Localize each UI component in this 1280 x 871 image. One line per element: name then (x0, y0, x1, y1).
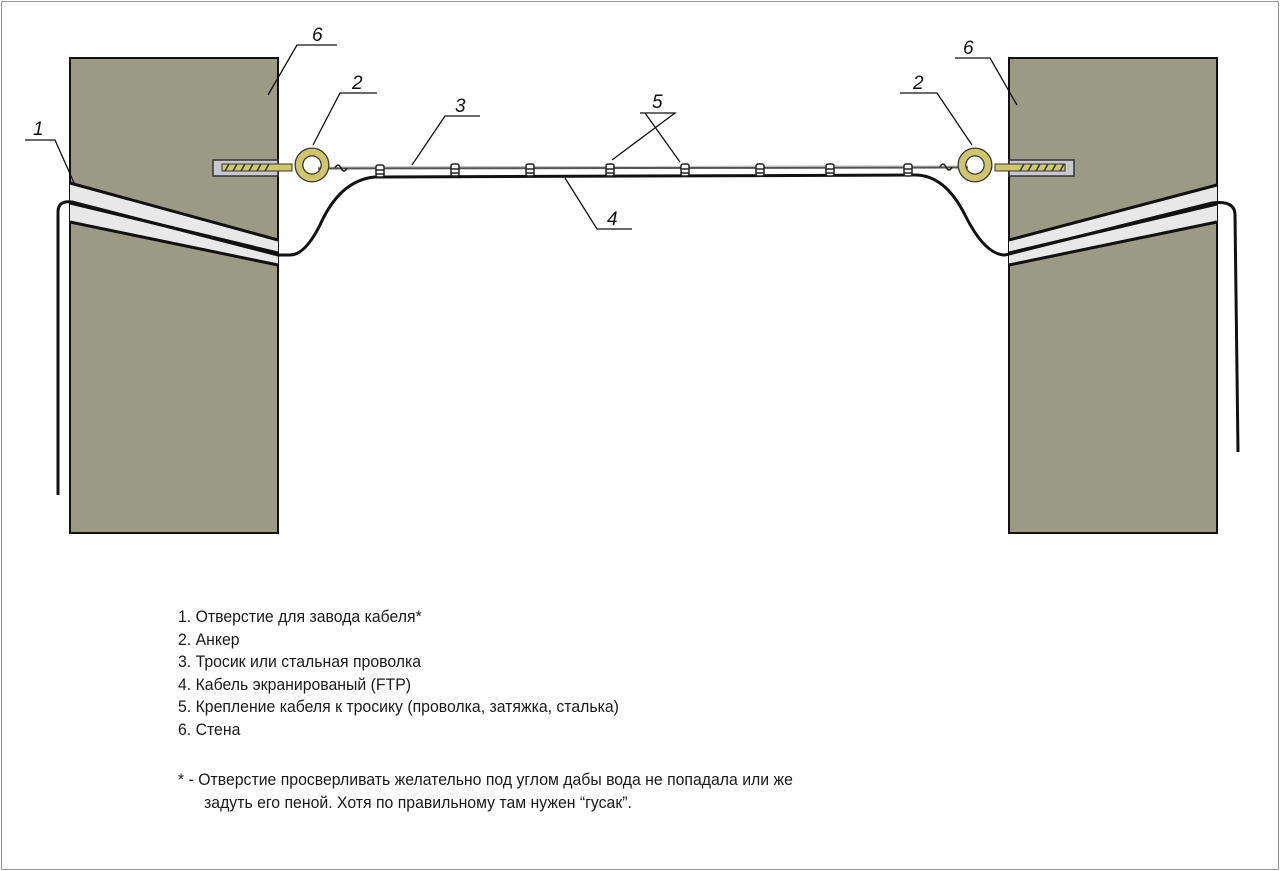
callout-2-right: 2 (912, 73, 924, 94)
left-anchor (212, 147, 330, 183)
callout-5: 5 (652, 92, 663, 113)
footnote-line-1: * - Отверстие просверливать желательно п… (178, 770, 793, 789)
callout-3: 3 (455, 96, 466, 117)
right-wall (1008, 57, 1218, 534)
legend: 1. Отверстие для завода кабеля* 2. Анкер… (178, 606, 619, 742)
clip (755, 163, 765, 177)
clip (825, 163, 835, 177)
legend-item: 1. Отверстие для завода кабеля* (178, 607, 422, 626)
callout-6-left: 6 (312, 25, 323, 46)
callout-6-right: 6 (963, 38, 974, 59)
clip (525, 163, 535, 177)
legend-item: 5. Крепление кабеля к тросику (проволка,… (178, 697, 619, 717)
legend-item: 2. Анкер (178, 629, 240, 649)
callout-2-left: 2 (351, 73, 363, 94)
clip (605, 163, 615, 177)
clip (450, 163, 460, 177)
legend-item: 4. Кабель экранированый (FTP) (178, 674, 412, 694)
footnote: * - Отверстие просверливать желательно п… (178, 768, 793, 814)
leader-lines (25, 44, 1018, 230)
steel-wire (317, 165, 969, 170)
clip (903, 163, 913, 177)
callout-1: 1 (33, 119, 44, 140)
shielded-cable (56, 173, 1240, 495)
footnote-line-2: задуть его пеной. Хотя по правильному та… (204, 793, 632, 812)
clip (375, 164, 385, 178)
cable-clips (334, 163, 953, 178)
left-wall (69, 57, 279, 534)
clip (680, 163, 690, 177)
legend-item: 3. Тросик или стальная проволка (178, 652, 422, 672)
right-anchor (957, 147, 1075, 183)
callout-4: 4 (607, 209, 618, 230)
legend-item: 6. Стена (178, 719, 241, 739)
